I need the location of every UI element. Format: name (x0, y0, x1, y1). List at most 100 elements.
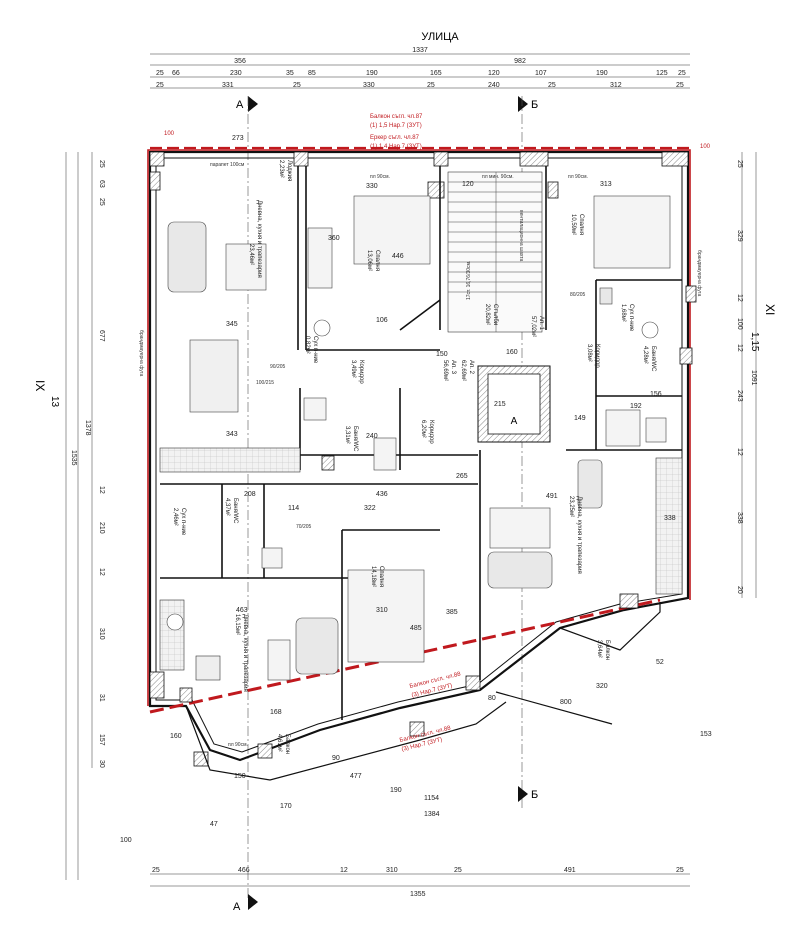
red-100-left: 100 (164, 131, 175, 137)
svg-text:31: 31 (98, 694, 105, 702)
svg-text:149: 149 (574, 415, 586, 422)
svg-text:Лоджия: Лоджия (286, 160, 292, 181)
svg-text:0,82м²: 0,82м² (304, 336, 310, 354)
svg-text:677: 677 (98, 330, 105, 342)
svg-text:210: 210 (98, 522, 105, 534)
dim-bottom: 25 466 12 310 25 491 25 1355 (152, 867, 684, 898)
svg-text:215: 215 (494, 401, 506, 408)
svg-text:25: 25 (427, 82, 435, 89)
svg-text:125: 125 (656, 70, 668, 77)
svg-text:Балкон: Балкон (284, 734, 290, 754)
svg-text:446: 446 (392, 253, 404, 260)
note-bay-87: Еркер съгл. чл.87 (370, 135, 420, 141)
svg-text:Коридор: Коридор (358, 360, 364, 384)
svg-text:25: 25 (676, 82, 684, 89)
svg-text:25: 25 (678, 70, 686, 77)
svg-text:1355: 1355 (410, 891, 426, 898)
elevator-shaft: A (477, 365, 551, 443)
stair (447, 171, 543, 333)
svg-text:4,28м²: 4,28м² (642, 346, 648, 364)
svg-text:63: 63 (98, 180, 105, 188)
firewall-label-left: брандмауерна фуга (138, 330, 144, 376)
svg-text:10,59м²: 10,59м² (570, 214, 576, 235)
svg-text:25: 25 (293, 82, 301, 89)
svg-text:485: 485 (410, 625, 422, 632)
kitchen-counters (159, 447, 683, 681)
left-dimensions (65, 152, 93, 880)
svg-text:Сух п-ние: Сух п-ние (628, 304, 634, 332)
svg-text:А: А (233, 901, 241, 913)
svg-text:13,06м²: 13,06м² (366, 250, 372, 271)
right-dimensions (741, 152, 757, 598)
neighbor-left-sub: 13 (49, 396, 60, 408)
furniture (166, 195, 671, 681)
balconies (185, 602, 661, 781)
svg-text:Сух п-ние: Сух п-ние (180, 508, 186, 536)
svg-text:25: 25 (454, 867, 462, 874)
svg-text:331: 331 (222, 82, 234, 89)
svg-text:338: 338 (736, 512, 743, 524)
columns (149, 151, 697, 767)
svg-text:230: 230 (230, 70, 242, 77)
svg-text:Баня/WC: Баня/WC (232, 498, 238, 524)
svg-text:240: 240 (488, 82, 500, 89)
svg-text:2,46м²: 2,46м² (172, 508, 178, 526)
svg-text:Коридор: Коридор (428, 420, 434, 444)
svg-text:329: 329 (736, 230, 743, 242)
svg-text:3,08м²: 3,08м² (586, 344, 592, 362)
bottom-dimensions (150, 873, 690, 887)
svg-text:477: 477 (350, 773, 362, 780)
svg-text:243: 243 (736, 390, 743, 402)
svg-text:1384: 1384 (424, 811, 440, 818)
svg-text:491: 491 (564, 867, 576, 874)
svg-text:385: 385 (446, 609, 458, 616)
top-dimensions (150, 53, 690, 89)
section-marker-b-bottom: Б (518, 786, 538, 802)
svg-text:25: 25 (156, 82, 164, 89)
svg-text:66: 66 (172, 70, 180, 77)
svg-text:106: 106 (376, 317, 388, 324)
svg-text:52: 52 (656, 659, 664, 666)
svg-text:35: 35 (286, 70, 294, 77)
svg-text:56,69м²: 56,69м² (442, 360, 448, 381)
svg-text:Баня/WC: Баня/WC (650, 346, 656, 372)
dim-top-row3: 25 66 230 35 85 190 165 120 107 190 125 … (156, 70, 686, 77)
svg-text:85: 85 (308, 70, 316, 77)
svg-text:330: 330 (363, 82, 375, 89)
svg-text:57,02м²: 57,02м² (530, 316, 536, 337)
svg-text:4,61м²: 4,61м² (276, 734, 282, 752)
dim-left: 25 63 25 677 12 210 12 310 31 157 30 137… (70, 160, 105, 768)
svg-text:25: 25 (98, 198, 105, 206)
svg-text:Спалня: Спалня (378, 566, 384, 587)
room-labels: Дневна, кухня и трапезария 23,46м² Спалн… (172, 160, 656, 754)
svg-text:190: 190 (390, 787, 402, 794)
svg-text:436: 436 (376, 491, 388, 498)
svg-text:120: 120 (462, 181, 474, 188)
svg-text:338: 338 (664, 515, 676, 522)
vent-label: вентилационна шахта (518, 210, 524, 262)
svg-text:800: 800 (560, 699, 572, 706)
svg-text:Балкон: Балкон (604, 640, 610, 660)
svg-text:Спалня: Спалня (374, 250, 380, 271)
svg-text:2,23м²: 2,23м² (278, 160, 284, 178)
section-marker-a-top: А (236, 96, 258, 900)
svg-text:47: 47 (210, 821, 218, 828)
svg-text:1154: 1154 (424, 795, 439, 802)
street-label: УЛИЦА (421, 31, 459, 43)
svg-text:Стълби: Стълби (492, 304, 498, 325)
svg-text:190: 190 (596, 70, 608, 77)
svg-text:1378: 1378 (84, 420, 91, 436)
firewall-label-right: брандмауерна фуга (696, 250, 702, 296)
svg-text:80: 80 (488, 695, 496, 702)
door-label-2: 70/205 (296, 524, 312, 530)
dim-top-2a: 356 (234, 58, 246, 65)
section-marker-a-bottom: А (233, 894, 258, 913)
svg-text:491: 491 (546, 493, 558, 500)
floor-90-min-label: пл мин. 90см. (482, 174, 514, 180)
neighbor-left-number: IX (33, 380, 47, 391)
parapet-label: парапет 100см (210, 162, 245, 168)
svg-text:310: 310 (386, 867, 398, 874)
dim-top-row4: 25 331 25 330 25 240 25 312 25 (156, 82, 684, 89)
svg-text:168: 168 (270, 709, 282, 716)
